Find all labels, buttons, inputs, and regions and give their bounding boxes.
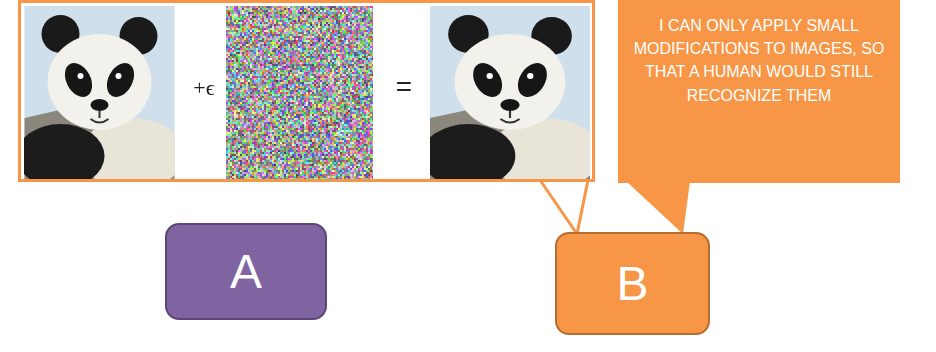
panda-image	[430, 6, 590, 179]
actor-letter: B	[616, 256, 648, 311]
noise-image	[226, 6, 373, 179]
panda-image	[24, 6, 175, 179]
plus-epsilon: +ϵ	[181, 75, 227, 101]
actor-letter: A	[230, 244, 262, 299]
callout-tail	[540, 180, 588, 234]
equals-sign: =	[379, 71, 429, 103]
actor-box: B	[555, 232, 710, 335]
image-callout: +ϵ =	[18, 0, 595, 182]
actor-box: A	[165, 223, 327, 320]
speech-callout: I CAN ONLY APPLY SMALL MODIFICATIONS TO …	[618, 0, 900, 183]
callout-tail	[626, 181, 690, 234]
callout-text: I CAN ONLY APPLY SMALL MODIFICATIONS TO …	[630, 14, 888, 107]
